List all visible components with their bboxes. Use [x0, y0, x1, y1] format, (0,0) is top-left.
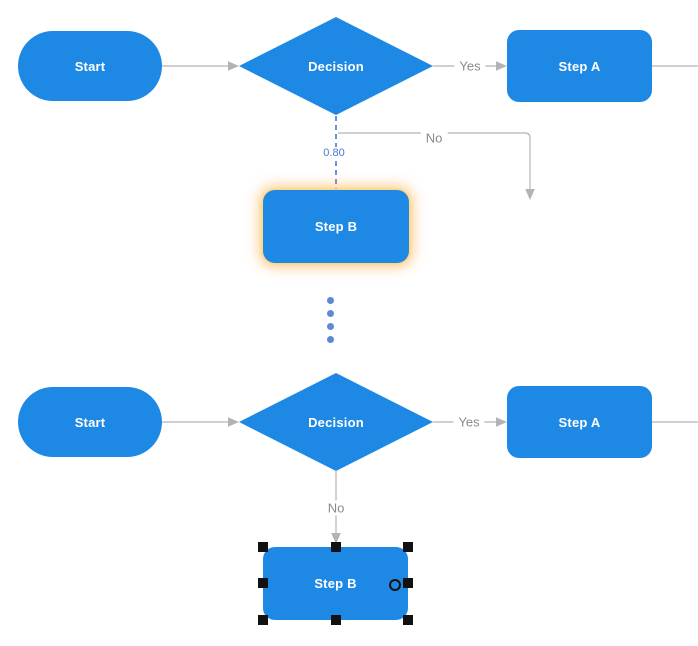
- step-a-node-bottom[interactable]: Step A: [507, 386, 652, 458]
- arrowhead-icon: [331, 533, 341, 544]
- separator-dot: [327, 310, 334, 317]
- start-node-bottom[interactable]: Start: [18, 387, 162, 457]
- link-no-top[interactable]: [338, 132, 531, 189]
- arrowhead-icon: [228, 61, 239, 71]
- start-node-top[interactable]: Start: [18, 31, 162, 101]
- step-b-node-label: Step B: [314, 576, 357, 591]
- separator-dot: [327, 336, 334, 343]
- resize-handle-middle-left[interactable]: [258, 578, 268, 588]
- arrowhead-icon: [496, 61, 507, 71]
- resize-handle-bottom-right[interactable]: [403, 615, 413, 625]
- start-node-label: Start: [74, 414, 106, 430]
- decision-node-bottom[interactable]: [239, 373, 433, 471]
- arrowhead-icon: [525, 189, 535, 200]
- resize-handle-top-left[interactable]: [258, 542, 268, 552]
- step-b-node-label: Step B: [314, 219, 358, 234]
- edge-label-yes-top: Yes: [454, 58, 486, 74]
- arrowhead-icon: [496, 417, 507, 427]
- step-b-node-top-highlighted[interactable]: Step B: [263, 190, 409, 263]
- step-a-node-label: Step A: [558, 414, 601, 430]
- step-a-node-label: Step A: [558, 58, 601, 74]
- separator-dot: [327, 297, 334, 304]
- separator-dot: [327, 323, 334, 330]
- link-port-circle[interactable]: [389, 579, 401, 591]
- edge-label-no-top: No: [420, 130, 448, 146]
- edge-label-probability: 0.80: [320, 147, 348, 159]
- resize-handle-bottom-center[interactable]: [331, 615, 341, 625]
- resize-handle-top-right[interactable]: [403, 542, 413, 552]
- resize-handle-top-center[interactable]: [331, 542, 341, 552]
- step-a-node-top[interactable]: Step A: [507, 30, 652, 102]
- decision-node-top[interactable]: [239, 17, 433, 115]
- resize-handle-middle-right[interactable]: [403, 578, 413, 588]
- separator-dots: [327, 297, 334, 343]
- edge-label-yes-bottom: Yes: [453, 414, 485, 430]
- step-b-node-bottom-selected[interactable]: Step B: [263, 547, 408, 620]
- edge-label-no-bottom: No: [322, 500, 350, 516]
- arrowhead-icon: [228, 417, 239, 427]
- start-node-label: Start: [74, 58, 106, 74]
- resize-handle-bottom-left[interactable]: [258, 615, 268, 625]
